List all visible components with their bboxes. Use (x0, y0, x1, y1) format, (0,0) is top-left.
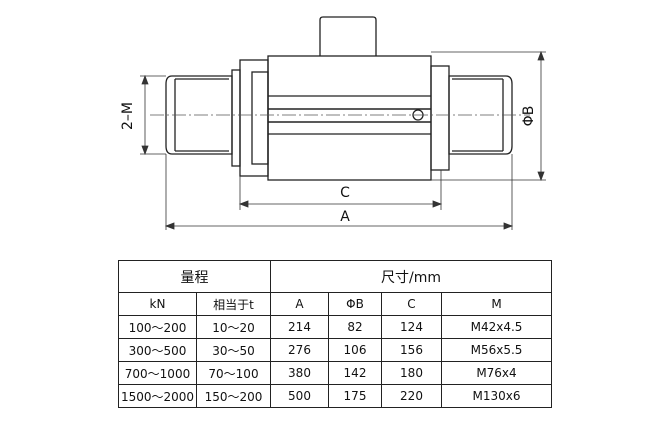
left-nut (231, 69, 241, 167)
cell: 220 (381, 384, 442, 408)
cell: 150～200 (196, 384, 271, 408)
table-row: 300～500 30～50 276 106 156 M56x5.5 (118, 338, 552, 362)
top-boss (319, 16, 377, 56)
cell: 10～20 (196, 315, 271, 339)
left-stud (165, 75, 233, 155)
cell: M130x6 (441, 384, 552, 408)
label-length-c: C (340, 185, 350, 201)
cell: 156 (381, 338, 442, 362)
left-flange (239, 59, 269, 177)
cell: 106 (328, 338, 382, 362)
cell: 380 (270, 361, 329, 385)
cell: 180 (381, 361, 442, 385)
cell: 30～50 (196, 338, 271, 362)
right-flange (430, 65, 450, 171)
header-size: 尺寸/mm (270, 260, 552, 293)
col-header: 相当于t (196, 292, 271, 316)
cell: M42x4.5 (441, 315, 552, 339)
table-row: 100～200 10～20 214 82 124 M42x4.5 (118, 315, 552, 339)
spec-table: 量程 尺寸/mm kN 相当于t A ΦB C M 100～200 10～20 … (118, 260, 552, 408)
label-thread: 2–M (120, 102, 136, 130)
cell: 500 (270, 384, 329, 408)
cell: M56x5.5 (441, 338, 552, 362)
col-header: M (441, 292, 552, 316)
table-row: 1500～2000 150～200 500 175 220 M130x6 (118, 384, 552, 408)
cell: 1500～2000 (118, 384, 197, 408)
table-row: 700～1000 70～100 380 142 180 M76x4 (118, 361, 552, 385)
cell: 175 (328, 384, 382, 408)
col-header: C (381, 292, 442, 316)
sensor-drawing: 2–M ΦB C A (120, 16, 546, 230)
header-range: 量程 (118, 260, 271, 293)
cell: M76x4 (441, 361, 552, 385)
cell: 276 (270, 338, 329, 362)
cell: 300～500 (118, 338, 197, 362)
cell: 70～100 (196, 361, 271, 385)
col-header: ΦB (328, 292, 382, 316)
main-body (267, 55, 432, 181)
cell: 214 (270, 315, 329, 339)
right-stud (448, 75, 513, 155)
col-header: kN (118, 292, 197, 316)
cell: 82 (328, 315, 382, 339)
col-header: A (270, 292, 329, 316)
label-length-a: A (340, 209, 350, 225)
cell: 142 (328, 361, 382, 385)
label-diameter: ΦB (521, 106, 537, 127)
cell: 700～1000 (118, 361, 197, 385)
cell: 100～200 (118, 315, 197, 339)
cell: 124 (381, 315, 442, 339)
